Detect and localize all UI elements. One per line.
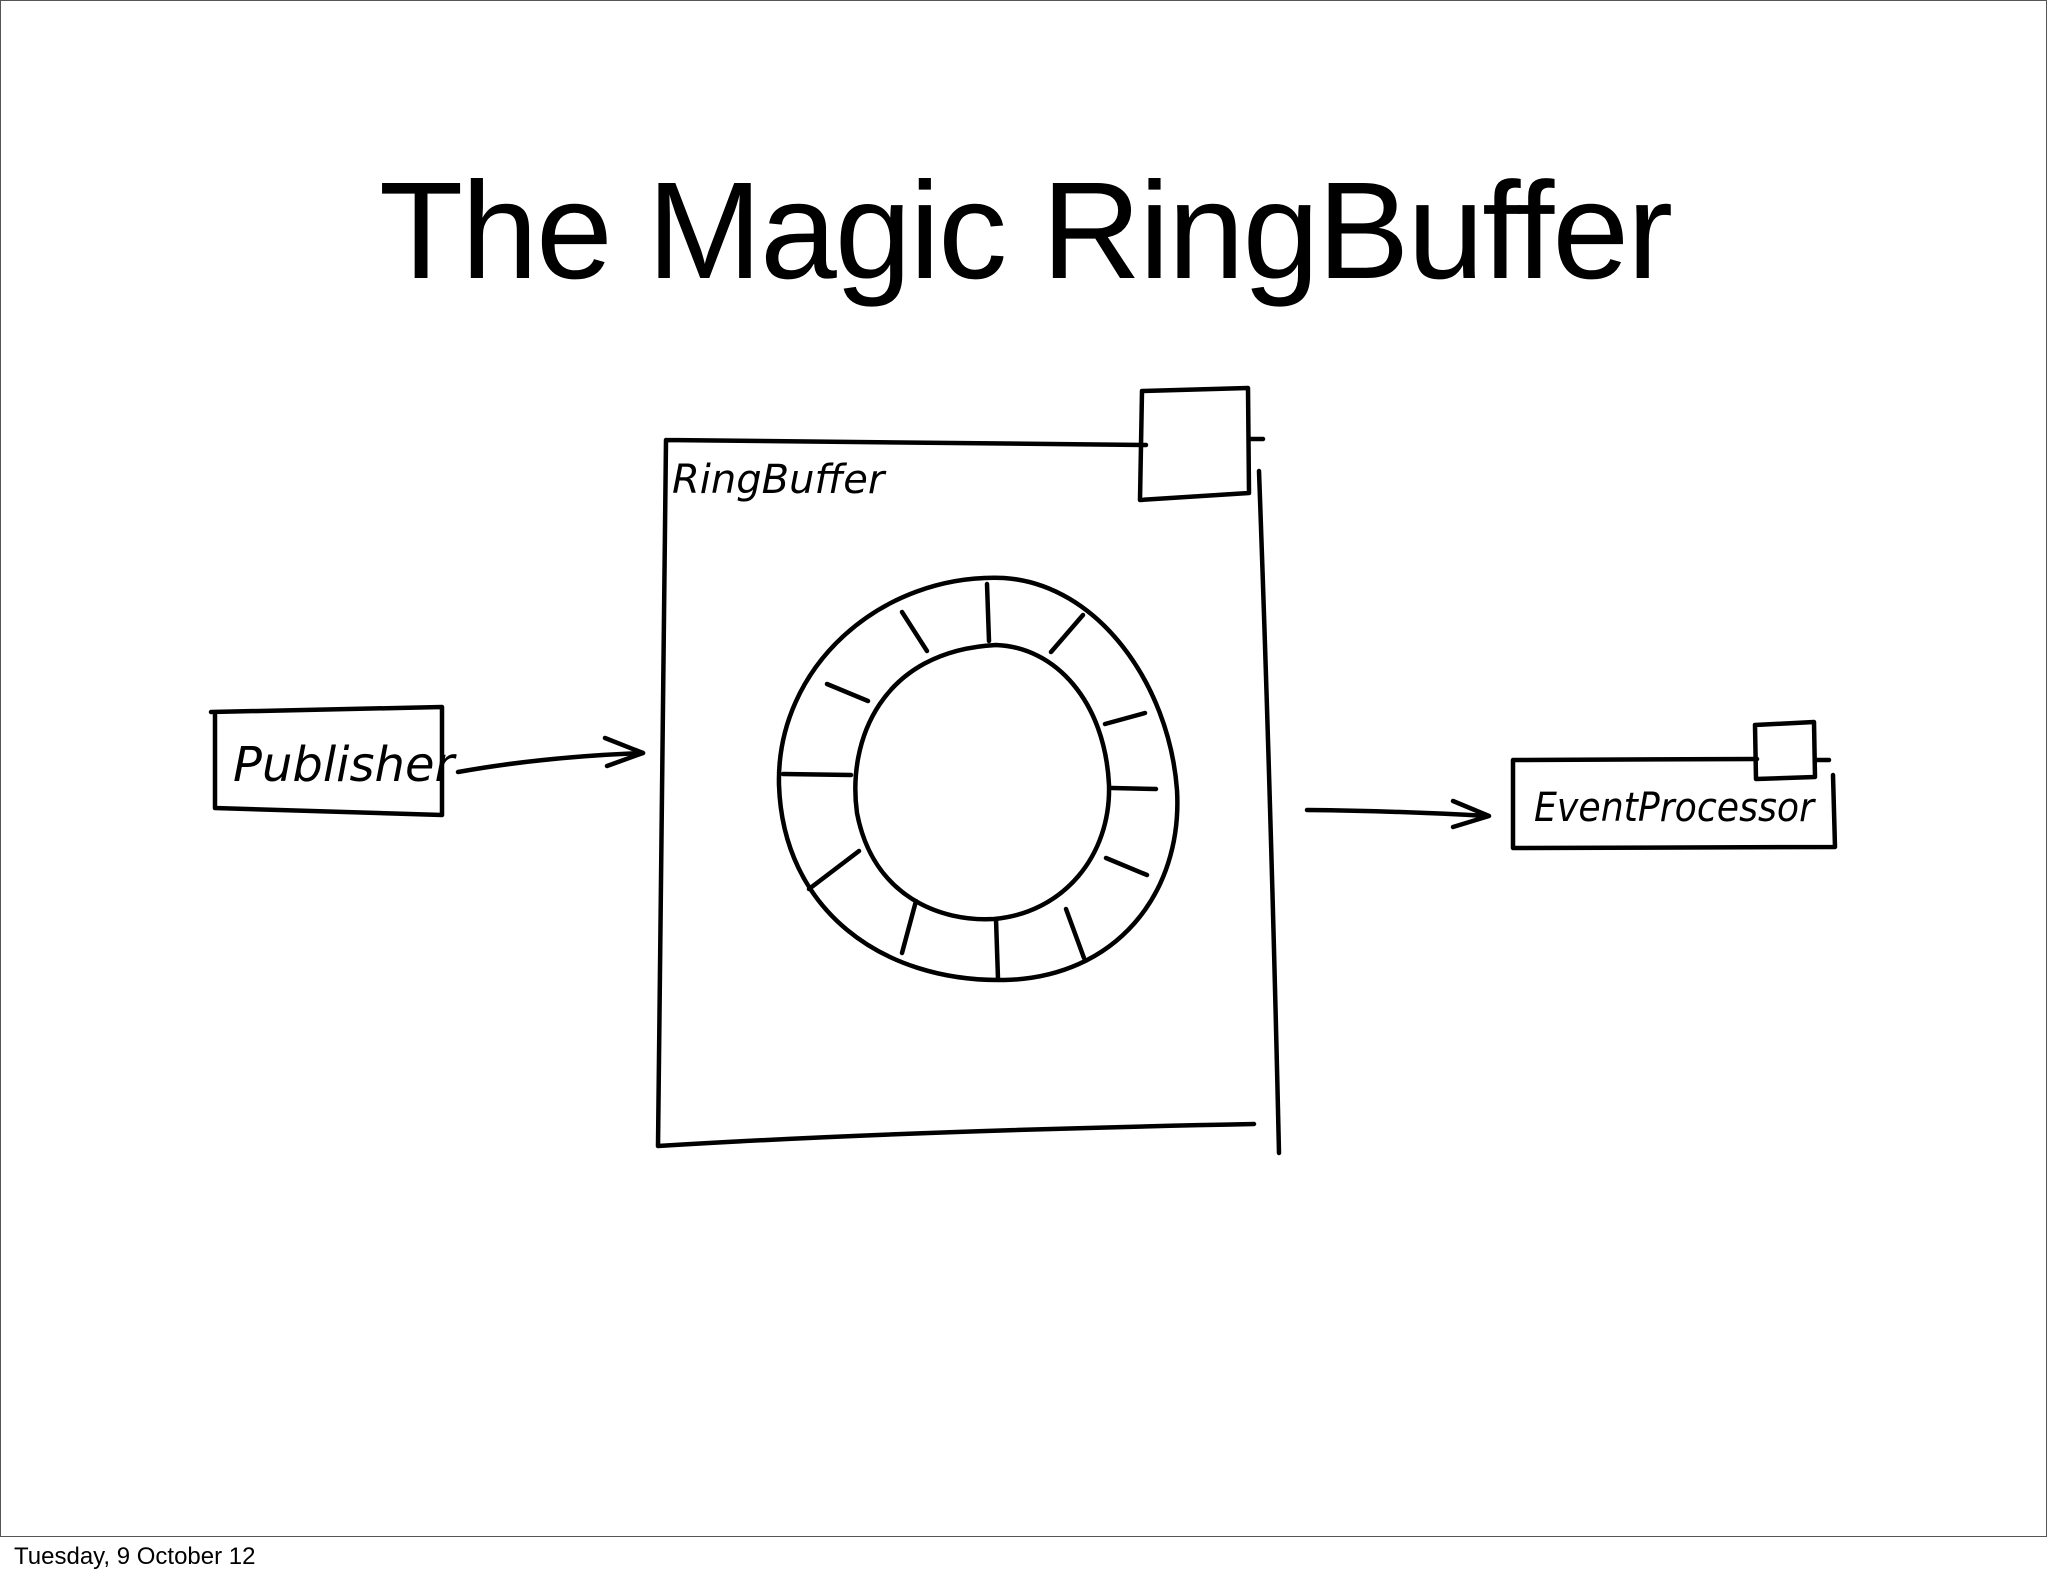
publisher-node: Publisher xyxy=(208,704,457,818)
slide: The Magic RingBuffer Publisher RingBuffe… xyxy=(0,0,2047,1537)
ringbuffer-node: RingBuffer xyxy=(655,385,1282,1156)
ring-slots xyxy=(780,581,1159,982)
ring-icon xyxy=(776,575,1180,983)
eventprocessor-node: EventProcessor xyxy=(1510,719,1838,851)
ringbuffer-diagram: Publisher RingBuffer xyxy=(208,385,1838,1156)
arrow-publisher-to-ringbuffer xyxy=(455,735,646,775)
ringbuffer-frame xyxy=(655,436,1282,1156)
ring-outer xyxy=(776,575,1180,983)
arrow-ringbuffer-to-eventprocessor xyxy=(1304,798,1492,830)
ring-inner xyxy=(853,642,1112,922)
eventprocessor-box xyxy=(1510,756,1838,851)
eventprocessor-corner-box xyxy=(1752,719,1818,782)
publisher-box xyxy=(208,704,445,818)
ringbuffer-corner-box xyxy=(1137,385,1252,503)
slide-title: The Magic RingBuffer xyxy=(378,154,1673,308)
eventprocessor-label: EventProcessor xyxy=(1534,785,1816,831)
footer-date: Tuesday, 9 October 12 xyxy=(14,1543,256,1570)
ringbuffer-label: RingBuffer xyxy=(672,457,887,503)
publisher-label: Publisher xyxy=(233,737,457,793)
